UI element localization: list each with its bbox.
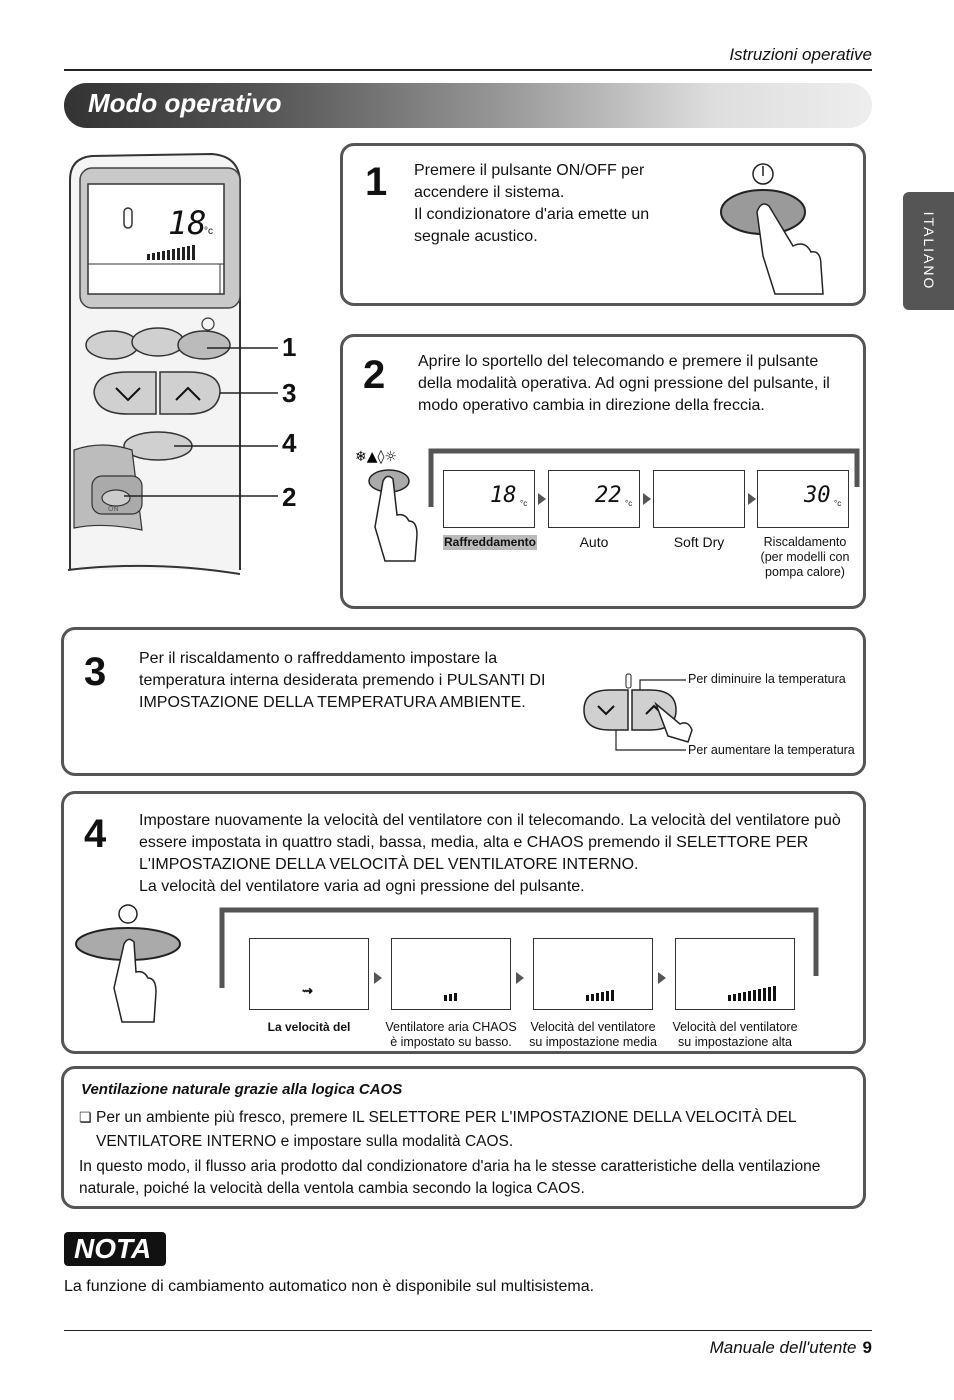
temperature-buttons-icon [583,673,693,751]
fan-speed-bar [606,991,609,1001]
footer: Manuale dell'utente 9 [710,1338,872,1358]
fan-cycle-arrow [219,907,819,988]
chaos-body-text: In questo modo, il flusso aria prodotto … [79,1158,821,1197]
chaos-info-box: Ventilazione naturale grazie alla logica… [61,1066,866,1209]
power-button-press-icon [720,163,824,295]
mode-lcd-auto-temp: 22 [595,483,622,508]
step-3-box: 3 Per il riscaldamento o raffreddamento … [61,627,866,776]
fan-speed-bar [586,995,589,1001]
step-1-box: 1 Premere il pulsante ON/OFF per accende… [340,143,866,306]
step-3-number: 3 [84,650,107,694]
section-banner [64,83,872,128]
step-1-number: 1 [365,160,388,204]
remote-control-drawing [67,152,278,575]
fan-label-high: Velocità del ventilatore su impostazione… [672,1020,798,1049]
language-tab: ITALIANO [903,192,954,310]
mode-arrow-3 [748,493,756,505]
fan-speed-bar [601,992,604,1001]
step-4-number: 4 [84,812,107,856]
fan-speed-bar [758,989,761,1001]
fan-speed-bar [773,986,776,1001]
remote-lcd-unit: °c [204,226,213,237]
remote-mode-button-label: ON [108,506,119,513]
mode-lcd-heating: 30 °c [757,470,849,528]
mode-label-auto: Auto [579,534,609,550]
step-2-box: 2 Aprire lo sportello del telecomando e … [340,334,866,609]
fan-arrow-1 [374,972,382,984]
chaos-bullet-icon: ❏ [79,1109,92,1125]
fan-label-low: Ventilatore aria CHAOS è impostato su ba… [385,1020,517,1049]
step-4-text: Impostare nuovamente la velocità del ven… [139,812,841,895]
step-1-text: Premere il pulsante ON/OFF per accendere… [414,162,650,245]
step-2-number: 2 [363,353,386,397]
fan-speed-bar [611,990,614,1001]
page-title: Modo operativo [88,88,282,118]
fan-speed-bar [743,992,746,1001]
callout-2: 2 [282,482,297,512]
temp-down-label: Per diminuire la temperatura [688,672,846,686]
svg-text:❄▲◊☼: ❄▲◊☼ [355,449,397,465]
nota-badge-label: NOTA [74,1233,152,1264]
fan-speed-bar [591,994,594,1001]
mode-lcd-cooling: 18 °c [443,470,535,528]
fan-button-press-icon [75,904,181,1023]
fan-speed-bar [748,991,751,1001]
fan-lcd-high [675,938,795,1010]
step-3-text: Per il riscaldamento o raffreddamento im… [139,650,546,711]
fan-speed-bar [449,994,452,1001]
nota-badge: NOTA [64,1232,166,1266]
fan-lcd-mid [533,938,653,1010]
fan-arrow-3 [658,972,666,984]
mode-lcd-cooling-temp: 18 [490,483,517,508]
fan-speed-bar [768,987,771,1001]
fan-lcd-low [391,938,511,1010]
mode-arrow-2 [643,493,651,505]
step-4-box: 4 Impostare nuovamente la velocità del v… [61,791,866,1054]
chaos-title: Ventilazione naturale grazie alla logica… [81,1081,403,1098]
fan-speed-bar [738,993,741,1001]
remote-control-illustration: 18 °c ON 1 3 4 2 [62,150,310,580]
temp-up-label: Per aumentare la temperatura [688,743,855,757]
mode-lcd-auto-unit: °c [625,499,633,508]
callout-3: 3 [282,378,297,408]
mode-label-softdry: Soft Dry [673,534,725,550]
mode-lcd-heating-unit: °c [834,499,842,508]
mode-lcd-auto: 22 °c [548,470,640,528]
header-rule [64,69,872,71]
mode-label-cooling: Raffreddamento [443,535,537,550]
callout-4: 4 [282,428,297,458]
mode-lcd-heating-temp: 30 [804,483,831,508]
language-tab-label: ITALIANO [920,211,937,291]
page-number: 9 [862,1338,872,1357]
fan-speed-bar [763,988,766,1001]
callout-1: 1 [282,332,297,362]
header-section-title: Istruzioni operative [729,45,872,64]
fan-speed-bar [733,994,736,1001]
fan-lcd-chaos-glyph: ⇝ [302,983,313,998]
fan-speed-bar [728,995,731,1001]
footer-label: Manuale dell'utente [709,1338,857,1357]
chaos-bullet-text: Per un ambiente più fresco, premere IL S… [96,1109,796,1150]
fan-speed-bar [753,990,756,1001]
fan-speed-bar [596,993,599,1001]
mode-lcd-softdry [653,470,745,528]
fan-speed-bar [454,993,457,1001]
mode-button-press-icon: ❄▲◊☼ [355,449,418,562]
remote-lcd-temp: 18 [168,204,207,242]
fan-speed-bar [444,995,447,1001]
nota-text: La funzione di cambiamento automatico no… [64,1278,595,1295]
fan-label-mid: Velocità del ventilatore su impostazione… [529,1020,657,1049]
fan-label-chaos: La velocità del [267,1020,351,1034]
step-2-text: Aprire lo sportello del telecomando e pr… [418,353,830,414]
fan-arrow-2 [516,972,524,984]
mode-arrow-1 [538,493,546,505]
mode-label-heating: Riscaldamento (per modelli con pompa cal… [760,535,850,579]
mode-cycle-arrow [428,448,860,507]
fan-lcd-chaos: ⇝ [249,938,369,1010]
footer-rule [64,1330,872,1331]
mode-lcd-cooling-unit: °c [520,499,528,508]
